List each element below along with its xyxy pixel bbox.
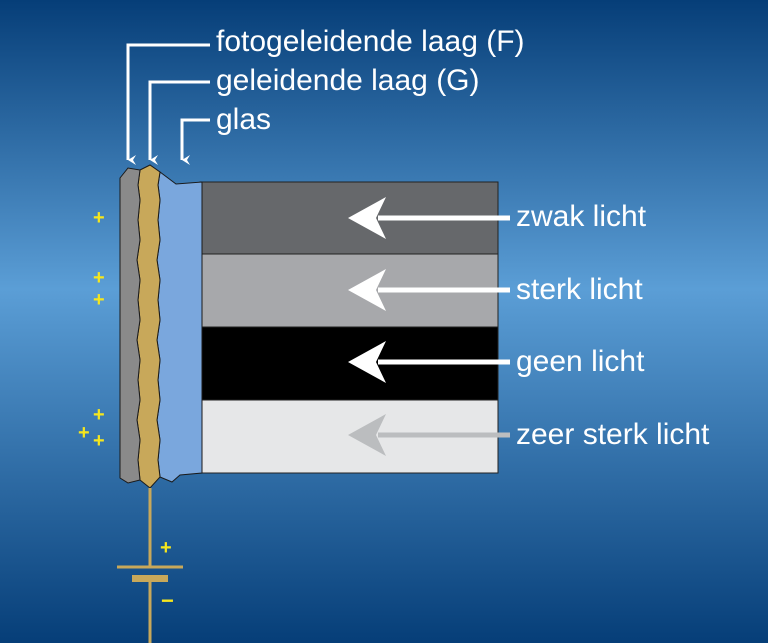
conductive-layer: [136, 164, 161, 489]
arrow-no-light: [348, 341, 510, 383]
leader-photoconductive: [126, 43, 210, 165]
label-very-strong-light: zeer sterk licht: [516, 418, 710, 451]
label-glass-layer: glas: [216, 103, 272, 136]
charge-plus: +: [93, 289, 105, 311]
label-strong-light: sterk licht: [516, 273, 643, 306]
charge-plus: +: [93, 267, 105, 289]
charge-plus: +: [78, 422, 90, 444]
battery-minus: −: [161, 588, 174, 613]
leader-conductive: [148, 80, 210, 165]
arrow-strong-light: [348, 269, 510, 311]
label-no-light: geen licht: [516, 345, 645, 378]
label-conductive-layer: geleidende laag (G): [216, 64, 480, 97]
label-photoconductive-layer: fotogeleidende laag (F): [216, 25, 525, 58]
leader-glass: [180, 118, 210, 165]
photoconductive-layer: [119, 167, 141, 484]
arrow-very-strong-light: [348, 414, 510, 456]
battery-circuit: [117, 488, 183, 643]
charge-plus: +: [93, 404, 105, 426]
battery-plus: +: [160, 537, 172, 559]
glass-layer: [156, 171, 203, 483]
label-weak-light: zwak licht: [516, 200, 647, 233]
arrow-weak-light: [348, 197, 510, 239]
charge-plus: +: [93, 430, 105, 452]
charge-plus: +: [93, 207, 105, 229]
